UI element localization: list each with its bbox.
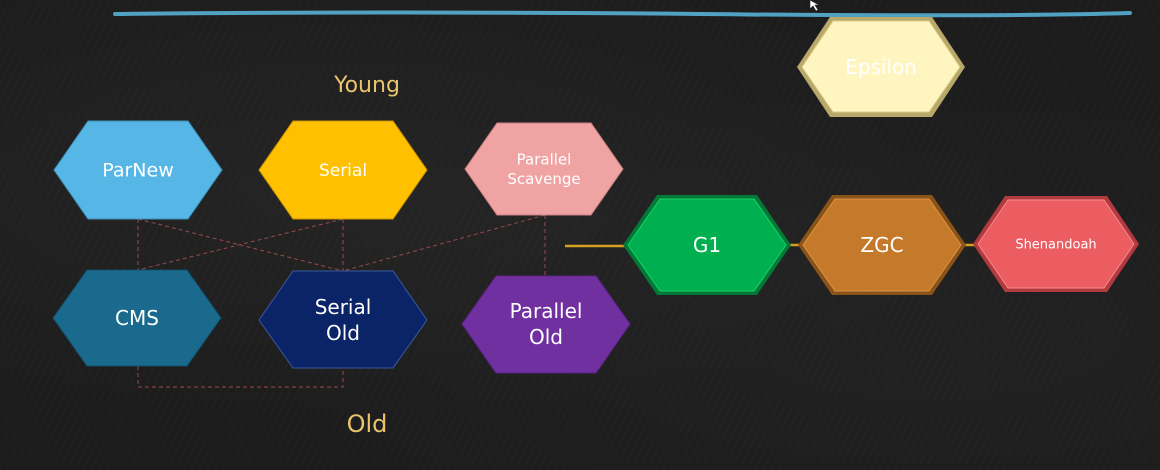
shenandoah-hexagon [977,199,1135,289]
connector-pscavenge-serialold [342,214,546,272]
epsilon-label: Epsilon [845,55,917,79]
parallel-scavenge-hexagon [464,122,624,216]
parnew-node: ParNew [53,120,223,220]
connector-serial-cms [137,218,344,271]
top-rule [113,10,1132,18]
epsilon-hexagon [801,20,961,113]
cms-label-line: CMS [115,306,159,330]
epsilon-label-line: Epsilon [845,55,917,79]
g1-label-line: G1 [693,233,721,257]
parnew-label-line: ParNew [102,160,174,182]
parnew-label: ParNew [102,160,174,182]
g1-node: G1 [623,195,791,295]
pairing-connectors [137,214,546,388]
serial-old-label-line: Old [326,321,360,345]
serial-old-label-line: Serial [315,295,372,319]
g1-label: G1 [693,233,721,257]
mouse-cursor-icon [809,0,821,12]
cms-label: CMS [115,306,159,330]
shenandoah-label-line: Shenandoah [1015,238,1096,253]
parallel-old-hexagon [461,275,631,374]
cms-hexagon [52,269,222,367]
parallel-scavenge-label-line: Scavenge [507,170,580,188]
zgc-label: ZGC [860,233,903,257]
epsilon-node: Epsilon [797,17,965,117]
serial-label: Serial [319,161,367,181]
cms-node: CMS [52,269,222,367]
connector-cms-serialold-bottom [137,366,344,388]
shenandoah-label: Shenandoah [1015,238,1096,253]
parnew-hexagon [53,120,223,220]
young-label: Young [333,73,400,98]
zgc-hexagon [802,198,962,292]
parallel-scavenge-label-line: Parallel [517,151,572,169]
serial-node: Serial [258,120,428,220]
zgc-node: ZGC [798,195,966,295]
old-label: Old [347,410,388,438]
parallel-old-label-line: Parallel [510,299,583,323]
g1-hexagon [627,198,787,292]
shenandoah-node: Shenandoah [973,196,1139,292]
serial-hexagon [258,120,428,220]
serial-label-line: Serial [319,161,367,181]
zgc-label-line: ZGC [860,233,903,257]
parallel-old-label-line: Old [529,325,563,349]
serial-old-hexagon [258,270,428,369]
